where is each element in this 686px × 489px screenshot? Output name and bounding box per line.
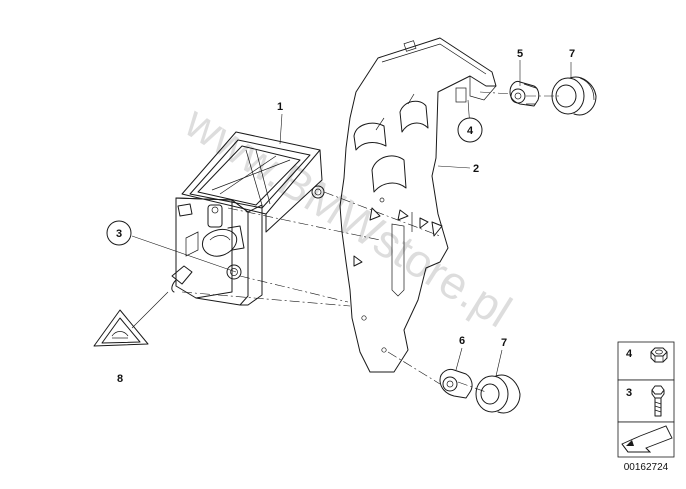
svg-text:4: 4 xyxy=(467,125,474,137)
callout-4: 4 xyxy=(457,117,483,143)
image-code: 00162724 xyxy=(624,462,669,473)
bushing-top xyxy=(509,81,540,107)
svg-text:00162724: 00162724 xyxy=(624,462,669,473)
grommet-top xyxy=(551,76,597,116)
leader-lines xyxy=(131,60,572,377)
svg-text:8: 8 xyxy=(117,373,123,385)
grommet-bottom xyxy=(475,374,521,414)
callout-8: 8 xyxy=(117,373,123,385)
svg-text:2: 2 xyxy=(473,163,479,175)
svg-text:5: 5 xyxy=(517,48,523,60)
hex-nut-icon xyxy=(650,347,668,363)
svg-text:4: 4 xyxy=(626,348,633,360)
callout-7-top: 7 xyxy=(569,48,575,60)
svg-text:7: 7 xyxy=(501,337,507,349)
callout-3: 3 xyxy=(106,220,132,246)
bushing-bottom xyxy=(439,369,473,399)
legend-panel: 4 3 xyxy=(617,341,675,458)
mounting-bracket xyxy=(339,37,497,373)
svg-text:6: 6 xyxy=(459,335,465,347)
legend-item-3: 3 xyxy=(626,385,665,417)
svg-text:7: 7 xyxy=(569,48,575,60)
callout-7-bottom: 7 xyxy=(501,337,507,349)
assembly-lines xyxy=(181,91,560,393)
callout-5: 5 xyxy=(517,48,523,60)
callout-1: 1 xyxy=(277,101,283,113)
arrow-panel-icon xyxy=(621,425,673,453)
svg-text:1: 1 xyxy=(277,101,283,113)
callout-6: 6 xyxy=(459,335,465,347)
warning-label-icon xyxy=(93,309,149,347)
svg-text:3: 3 xyxy=(626,387,632,399)
hex-bolt-icon xyxy=(651,385,665,417)
callout-2: 2 xyxy=(473,163,479,175)
legend-item-4: 4 xyxy=(626,347,668,363)
svg-text:3: 3 xyxy=(116,228,122,240)
